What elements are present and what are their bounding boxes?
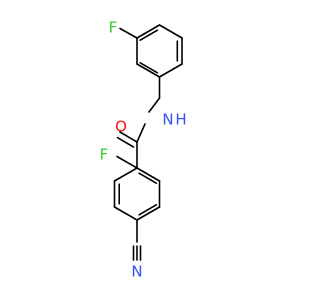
bond (148, 97, 161, 113)
fluorine-atom-label: F (100, 146, 109, 164)
fluorophenyl-ring (119, 24, 183, 78)
bond (139, 29, 159, 42)
amide-group (116, 76, 161, 148)
bond (136, 63, 161, 78)
nitrogen-atom-label: N (131, 263, 142, 281)
bond (136, 123, 146, 143)
bond (139, 61, 159, 74)
bond (158, 24, 183, 39)
bond (116, 136, 135, 148)
bond (116, 155, 138, 169)
cyano-fluorophenyl-ring (113, 141, 161, 221)
bond (119, 27, 138, 39)
bond (158, 63, 183, 78)
bond (138, 172, 158, 184)
structure-canvas: F N H O F N (100, 19, 187, 281)
nitrile-group (132, 219, 142, 261)
bond (136, 167, 161, 182)
molecule-diagram: F N H O F N (100, 19, 187, 281)
bond (136, 206, 161, 221)
bond (138, 204, 158, 216)
bond (113, 206, 138, 221)
fluorine-atom-label: F (109, 19, 118, 37)
bond (113, 167, 138, 182)
oxygen-atom-label: O (115, 118, 127, 136)
hydrogen-atom-label: H (175, 111, 186, 129)
bond (136, 24, 161, 39)
bond (119, 131, 138, 143)
nitrogen-atom-label: N (162, 111, 173, 129)
